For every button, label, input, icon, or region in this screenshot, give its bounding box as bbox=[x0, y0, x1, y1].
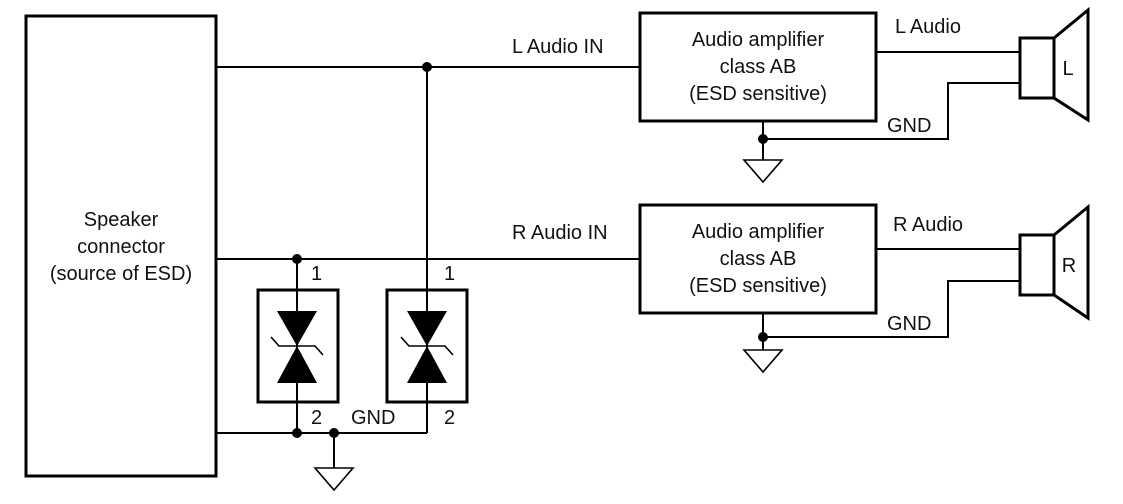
tvs-left-pin2-label: 2 bbox=[311, 407, 322, 429]
amp-right-line1: Audio amplifier bbox=[692, 221, 825, 243]
l-gnd-label: GND bbox=[887, 115, 931, 137]
bottom-gnd-label: GND bbox=[351, 407, 395, 429]
amp-left-line2: class AB bbox=[720, 56, 797, 78]
tvs-left-zener-bar-icon bbox=[270, 336, 324, 356]
connector-label-line1: Speaker bbox=[84, 209, 159, 231]
connector-label-line2: connector bbox=[77, 236, 165, 258]
amp-left-line3: (ESD sensitive) bbox=[689, 83, 827, 105]
tvs-right-pin2-label: 2 bbox=[444, 407, 455, 429]
amp-left-line1: Audio amplifier bbox=[692, 29, 825, 51]
tvs-right-lower-triangle-icon bbox=[407, 346, 447, 383]
l-gnd-return-wire bbox=[763, 82, 1020, 140]
amplifier-right-box bbox=[638, 203, 878, 315]
amplifier-left-box bbox=[638, 11, 878, 123]
speaker-left-label: L bbox=[1062, 58, 1073, 80]
amp-right-line2: class AB bbox=[720, 248, 797, 270]
ground-junction-dot-left bbox=[292, 428, 302, 438]
tvs-right-pin1-label: 1 bbox=[444, 263, 455, 285]
speaker-right-icon bbox=[1018, 203, 1090, 321]
amp-right-line3: (ESD sensitive) bbox=[689, 275, 827, 297]
l-audio-in-label: L Audio IN bbox=[512, 36, 604, 58]
l-audio-out-label: L Audio bbox=[895, 16, 961, 38]
speaker-connector-box bbox=[24, 14, 218, 478]
tvs-left-pin1-label: 1 bbox=[311, 263, 322, 285]
tvs-diode-left bbox=[256, 288, 340, 404]
bottom-ground-icon bbox=[313, 467, 355, 492]
r-audio-out-label: R Audio bbox=[893, 214, 963, 236]
tvs-left-upper-triangle-icon bbox=[277, 311, 317, 346]
speaker-left-icon bbox=[1018, 6, 1090, 123]
r-gnd-return-wire bbox=[763, 280, 1020, 338]
tvs-right-upper-triangle-icon bbox=[407, 311, 447, 346]
r-audio-in-label: R Audio IN bbox=[512, 222, 608, 244]
r-gnd-label: GND bbox=[887, 313, 931, 335]
tvs-left-lower-triangle-icon bbox=[277, 346, 317, 383]
speaker-right-label: R bbox=[1062, 255, 1076, 277]
amp-left-ground-icon bbox=[742, 159, 784, 184]
amp-right-ground-icon bbox=[742, 349, 784, 374]
tvs-right-zener-bar-icon bbox=[400, 336, 454, 356]
tvs-diode-right bbox=[385, 288, 469, 404]
connector-label-line3: (source of ESD) bbox=[50, 263, 192, 285]
